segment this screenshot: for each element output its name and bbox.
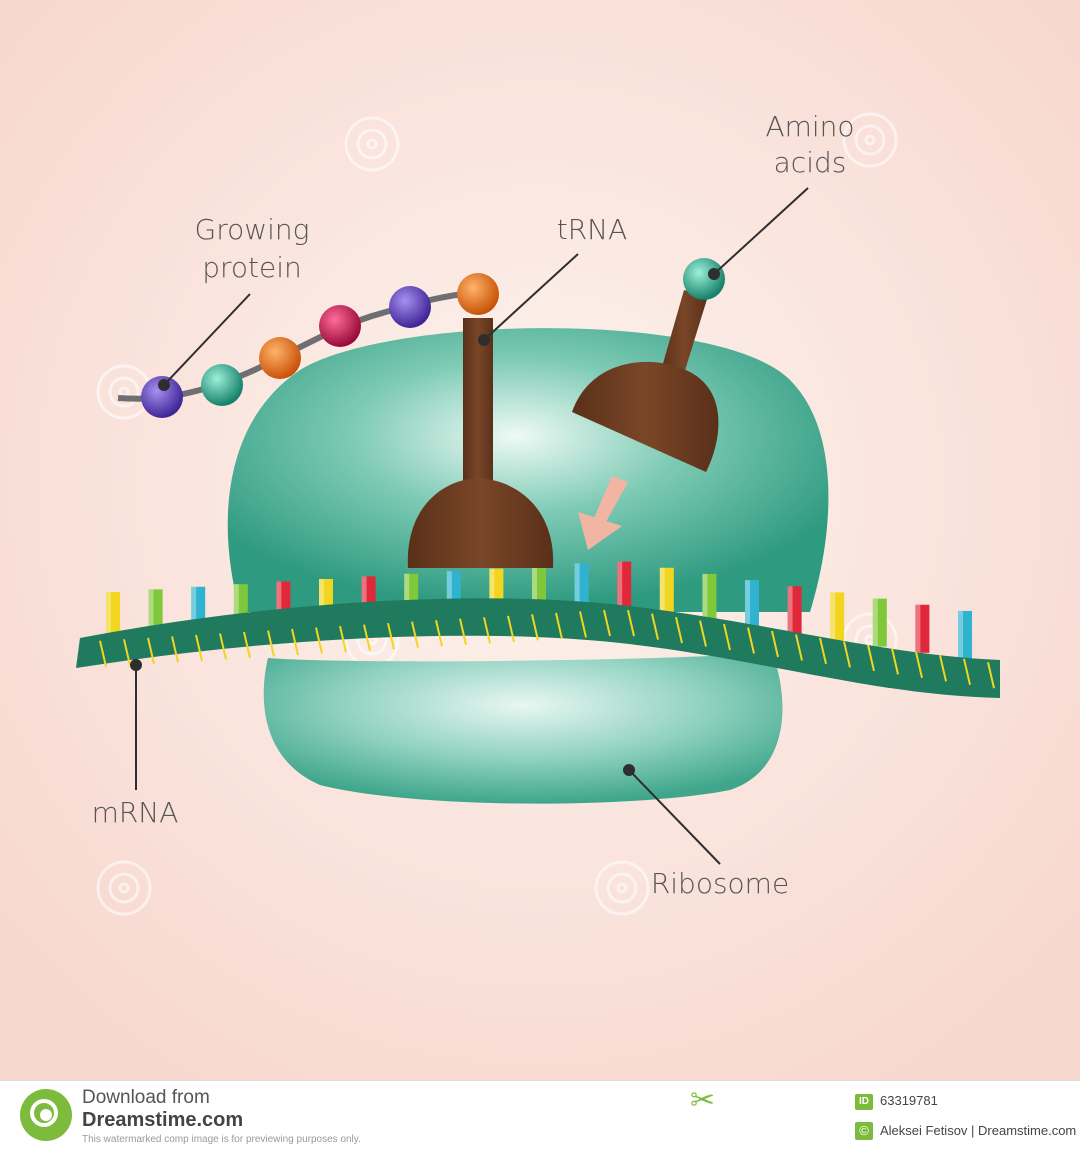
mrna-tick (843, 641, 851, 668)
label-amino-acids-line2: acids (774, 146, 847, 179)
amino-acid-bead (319, 305, 361, 347)
mrna-tick (147, 637, 155, 665)
image-id: 63319781 (880, 1093, 938, 1108)
mrna-tick (339, 625, 347, 653)
label-growing-protein-line1: Growing (195, 213, 310, 246)
mrna-tick (411, 621, 419, 648)
mrna-tick (771, 630, 779, 658)
trna-bound (407, 318, 554, 568)
amino-acid-bead (141, 376, 183, 418)
mrna-tick (963, 658, 971, 686)
label-ribosome: Ribosome (651, 867, 789, 900)
mrna-base (830, 592, 845, 641)
label-growing-protein-line2: protein (202, 251, 302, 284)
mrna-tick (507, 615, 515, 643)
author-credit[interactable]: Aleksei Fetisov | Dreamstime.com (880, 1123, 1077, 1138)
mrna-tick (675, 616, 683, 644)
trna-incoming (572, 290, 719, 472)
mrna-base (574, 563, 589, 612)
mrna-tick (987, 662, 995, 689)
mrna-tick (795, 634, 803, 661)
mrna-tick (435, 620, 443, 647)
mrna-base (958, 610, 972, 659)
mrna-base (617, 561, 632, 610)
amino-acid-bead (259, 337, 301, 379)
leader-lines (130, 187, 809, 865)
mrna-tick (939, 655, 947, 682)
mrna-tick (723, 623, 731, 651)
amino-acid-bead (457, 273, 499, 315)
mrna-tick (915, 651, 923, 679)
watermark-notice: This watermarked comp image is for previ… (82, 1134, 361, 1145)
amino-acid-bead (389, 286, 431, 328)
scissors-icon: ✂ (690, 1083, 716, 1118)
mrna-tick (291, 628, 299, 656)
watermark-spiral-icon (842, 112, 898, 168)
download-from-text: Download from (82, 1087, 210, 1108)
amino-acid-bead (201, 364, 243, 406)
arrow-icon (578, 476, 628, 550)
watermark-spiral-icon (96, 860, 152, 916)
mrna-tick (195, 634, 203, 662)
mrna-base (745, 580, 759, 629)
mrna-tick (387, 622, 395, 650)
mrna-ticks (99, 609, 995, 689)
mrna-tick (819, 637, 827, 665)
mrna-strand (76, 598, 1000, 698)
watermark-spiral-icon (344, 116, 400, 172)
ribosome-large-subunit (227, 328, 829, 612)
copyright-icon: © (855, 1122, 873, 1140)
mrna-base (787, 586, 802, 635)
footer-bar: Download from Dreamstime.com This waterm… (0, 1080, 1080, 1155)
mrna-tick (171, 636, 179, 663)
mrna-tick (315, 627, 323, 654)
mrna-tick (627, 609, 635, 637)
growing-protein-chain (117, 273, 499, 418)
mrna-tick (219, 633, 227, 660)
mrna-tick (363, 624, 371, 651)
label-amino-acids-line1: Amino (765, 110, 854, 143)
mrna-tick (555, 612, 563, 640)
mrna-tick (579, 611, 587, 638)
ribosome-small-subunit (263, 652, 783, 804)
mrna-tick (867, 644, 875, 672)
mrna-base (659, 567, 674, 616)
mrna-base (702, 573, 717, 622)
mrna-tick (699, 620, 707, 647)
mrna-base (915, 604, 930, 653)
mrna-tick (651, 613, 659, 640)
mrna-tick (243, 631, 251, 659)
mrna-tick (531, 614, 539, 641)
mrna-base (872, 598, 887, 647)
translation-diagram: Amino acids Growing protein tRNA mRNA Ri… (0, 0, 1080, 1080)
watermark-spiral-icon (594, 860, 650, 916)
mrna-tick (123, 639, 131, 666)
mrna-tick (747, 627, 755, 654)
mrna-tick (459, 618, 467, 646)
free-amino-acid-bead (683, 258, 725, 300)
mrna-tick (603, 609, 611, 637)
label-trna: tRNA (557, 213, 628, 246)
id-badge: ID (855, 1094, 873, 1110)
mrna-tick (483, 617, 491, 644)
site-link[interactable]: Dreamstime.com (82, 1109, 244, 1131)
label-mrna: mRNA (92, 796, 179, 829)
mrna-base (106, 591, 120, 640)
mrna-tick (99, 640, 107, 668)
dreamstime-logo-icon[interactable] (20, 1089, 72, 1141)
mrna-tick (891, 648, 899, 675)
mrna-tick (267, 630, 275, 657)
